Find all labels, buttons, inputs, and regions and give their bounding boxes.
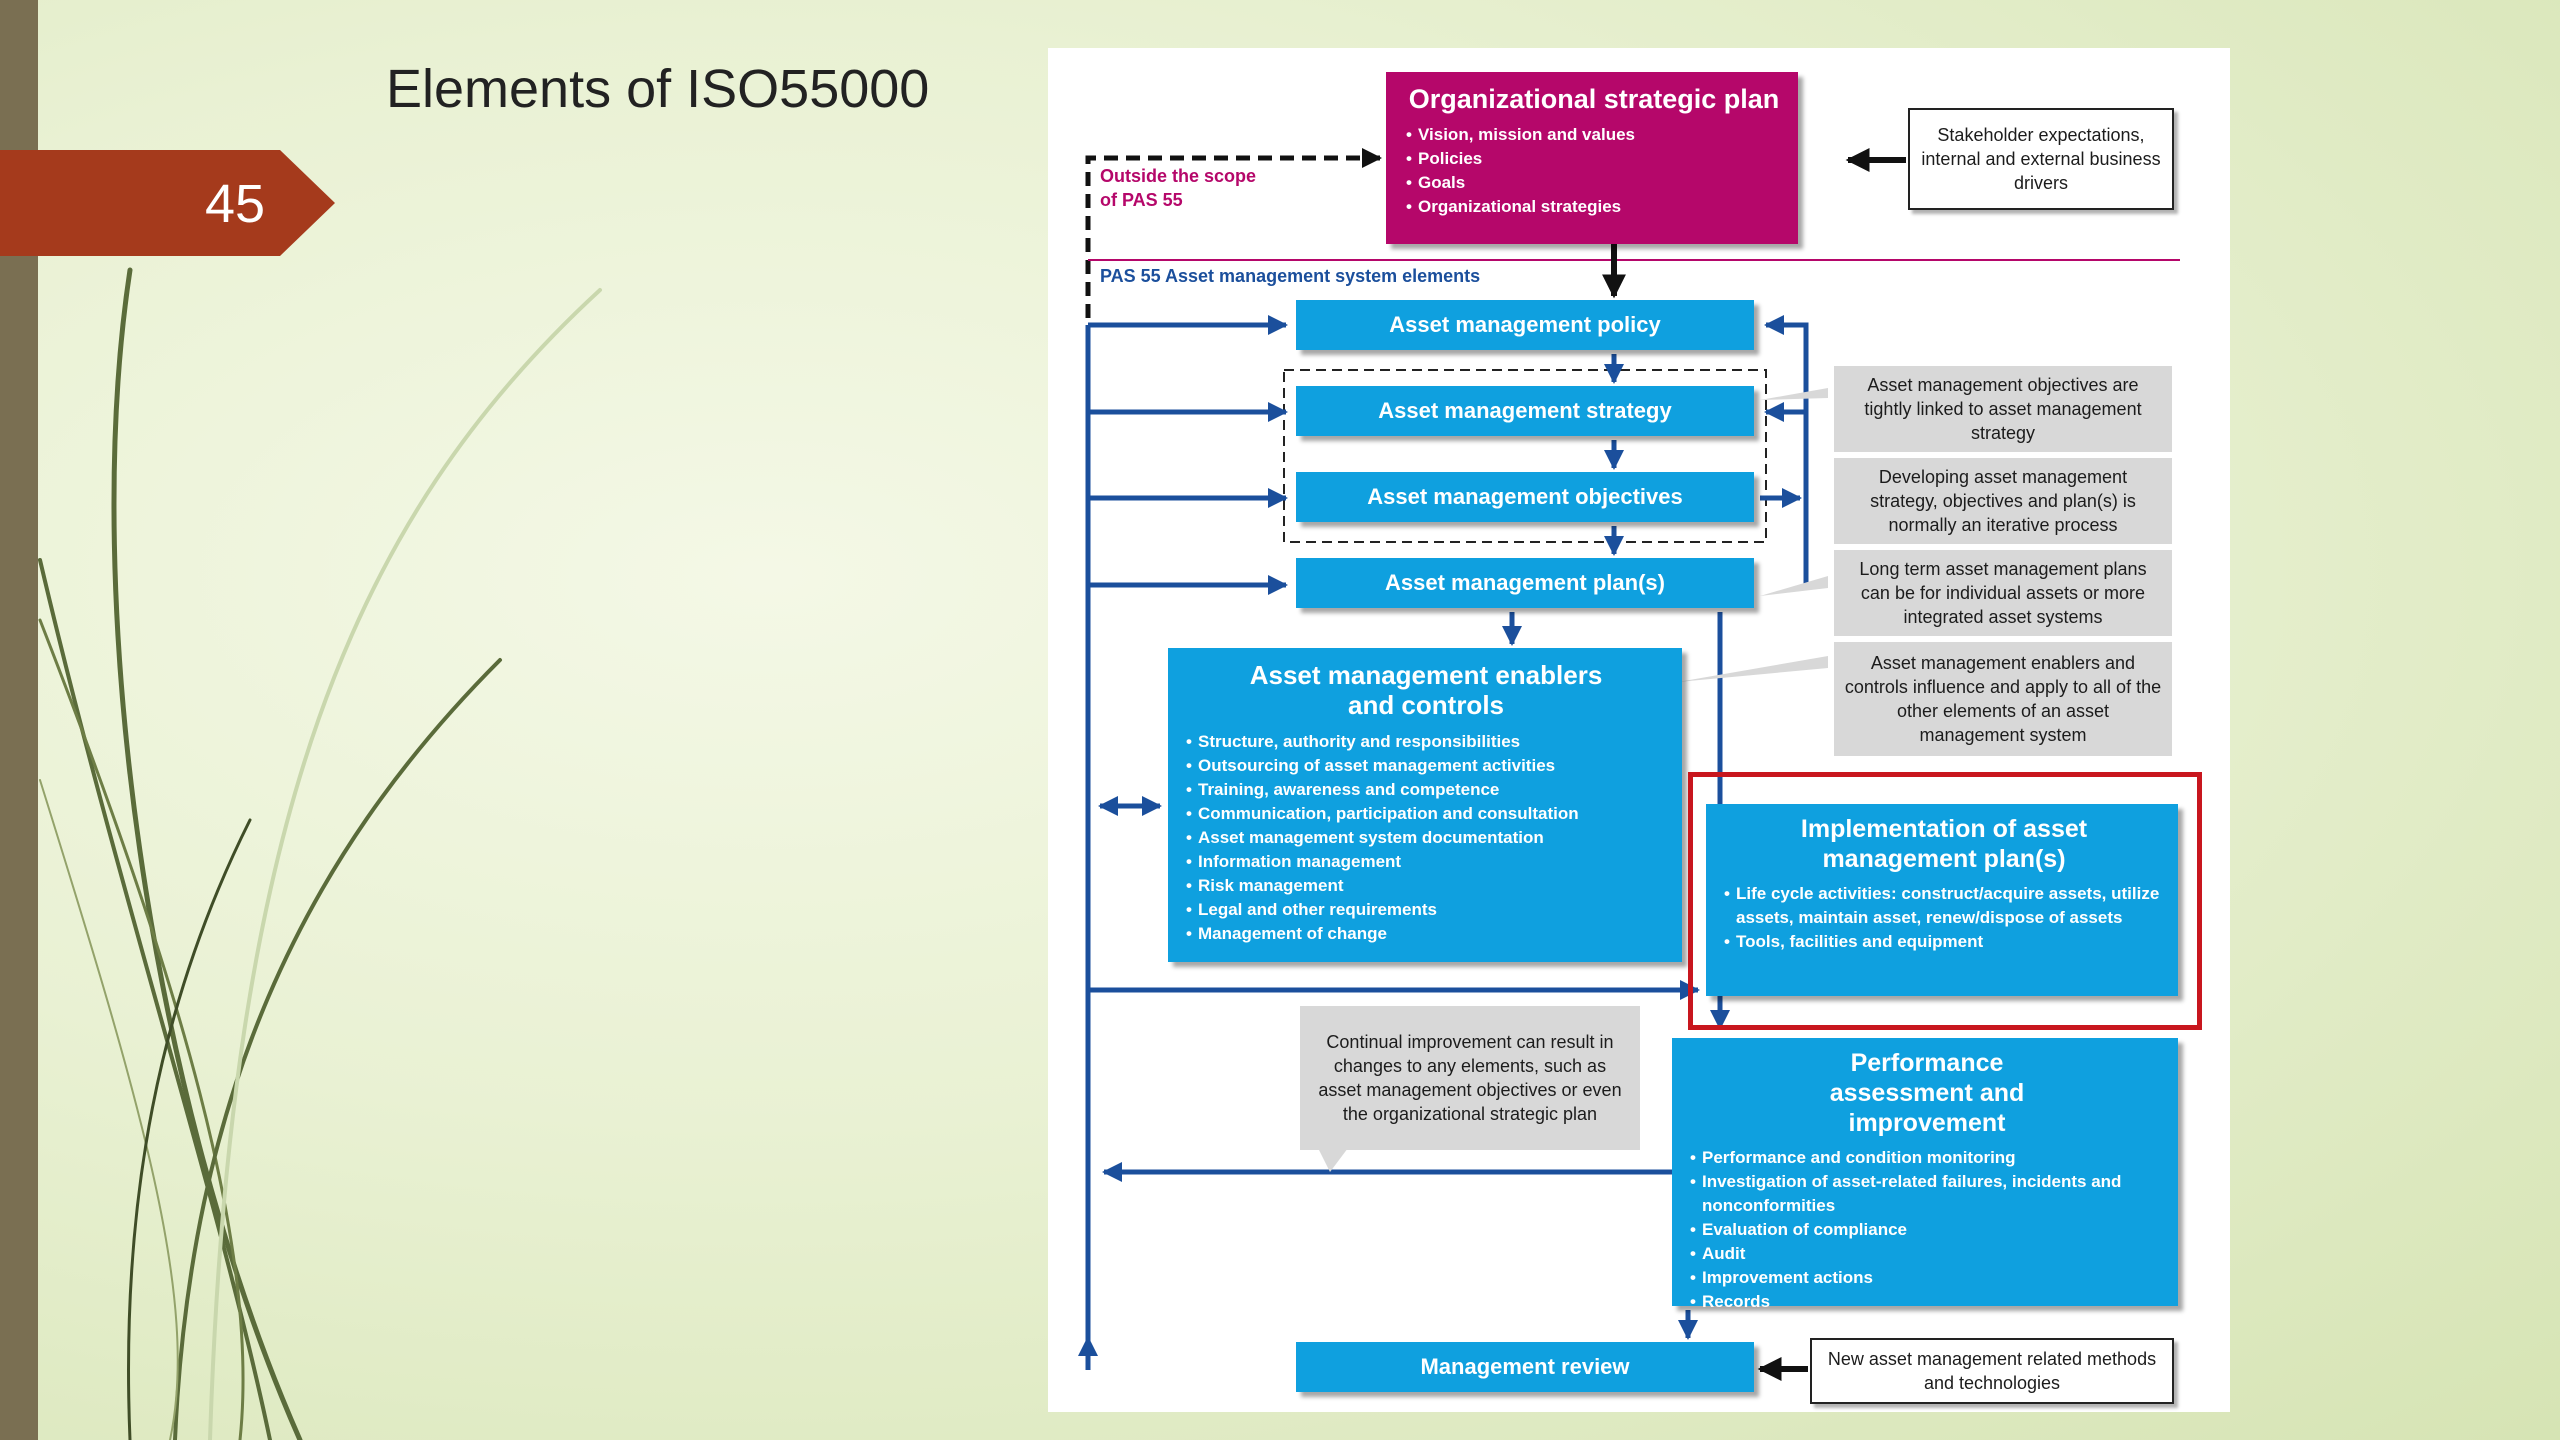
implementation-box: Implementation of asset management plan(… xyxy=(1706,804,2178,996)
list-item: Evaluation of compliance xyxy=(1690,1218,2164,1242)
list-item: Legal and other requirements xyxy=(1186,898,1666,922)
list-item: Tools, facilities and equipment xyxy=(1724,930,2164,954)
enablers-title: Asset management enablers and controls xyxy=(1249,660,1603,720)
org-strategic-plan-box: Organizational strategic plan Vision, mi… xyxy=(1386,72,1798,244)
performance-list: Performance and condition monitoring Inv… xyxy=(1690,1146,2164,1314)
list-item: Communication, participation and consult… xyxy=(1186,802,1666,826)
iso55000-diagram: Organizational strategic plan Vision, mi… xyxy=(1048,48,2230,1412)
note-enablers: Asset management enablers and controls i… xyxy=(1834,642,2172,756)
org-plan-title: Organizational strategic plan xyxy=(1408,84,1780,114)
list-item: Asset management system documentation xyxy=(1186,826,1666,850)
implementation-list: Life cycle activities: construct/acquire… xyxy=(1724,882,2164,954)
note-objectives-linked: Asset management objectives are tightly … xyxy=(1834,366,2172,452)
list-item: Vision, mission and values xyxy=(1406,123,1782,147)
performance-box: Performance assessment and improvement P… xyxy=(1672,1038,2178,1314)
note-new-methods: New asset management related methods and… xyxy=(1810,1338,2174,1404)
note-continual-improvement: Continual improvement can result in chan… xyxy=(1300,1006,1640,1150)
list-item: Life cycle activities: construct/acquire… xyxy=(1724,882,2164,930)
note-iterative: Developing asset management strategy, ob… xyxy=(1834,458,2172,544)
enablers-list: Structure, authority and responsibilitie… xyxy=(1186,730,1666,946)
performance-title: Performance assessment and improvement xyxy=(1829,1049,2025,1137)
list-item: Investigation of asset-related failures,… xyxy=(1690,1170,2164,1218)
list-item: Goals xyxy=(1406,171,1782,195)
list-item: Improvement actions xyxy=(1690,1266,2164,1290)
list-item: Organizational strategies xyxy=(1406,195,1782,219)
plans-box: Asset management plan(s) xyxy=(1296,558,1754,608)
outside-scope-label: Outside the scope of PAS 55 xyxy=(1100,166,1257,210)
note-long-term: Long term asset management plans can be … xyxy=(1834,550,2172,636)
list-item: Policies xyxy=(1406,147,1782,171)
pas55-label: PAS 55 Asset management system elements xyxy=(1100,266,1481,286)
enablers-box: Asset management enablers and controls S… xyxy=(1168,648,1682,962)
slide-number: 45 xyxy=(204,174,266,234)
list-item: Management of change xyxy=(1186,922,1666,946)
org-plan-list: Vision, mission and values Policies Goal… xyxy=(1406,123,1782,219)
stakeholder-note: Stakeholder expectations, internal and e… xyxy=(1908,108,2174,210)
implementation-highlight-frame xyxy=(1688,772,2202,1030)
list-item: Performance and condition monitoring xyxy=(1690,1146,2164,1170)
list-item: Outsourcing of asset management activiti… xyxy=(1186,754,1666,778)
list-item: Records xyxy=(1690,1290,2164,1314)
list-item: Audit xyxy=(1690,1242,2164,1266)
implementation-title: Implementation of asset management plan(… xyxy=(1800,815,2088,873)
slide-title: Elements of ISO55000 xyxy=(386,59,930,119)
list-item: Structure, authority and responsibilitie… xyxy=(1186,730,1666,754)
list-item: Training, awareness and competence xyxy=(1186,778,1666,802)
slide-number-badge xyxy=(0,150,335,256)
policy-box: Asset management policy xyxy=(1296,300,1754,350)
list-item: Risk management xyxy=(1186,874,1666,898)
management-review-box: Management review xyxy=(1296,1342,1754,1392)
objectives-box: Asset management objectives xyxy=(1296,472,1754,522)
list-item: Information management xyxy=(1186,850,1666,874)
strategy-box: Asset management strategy xyxy=(1296,386,1754,436)
